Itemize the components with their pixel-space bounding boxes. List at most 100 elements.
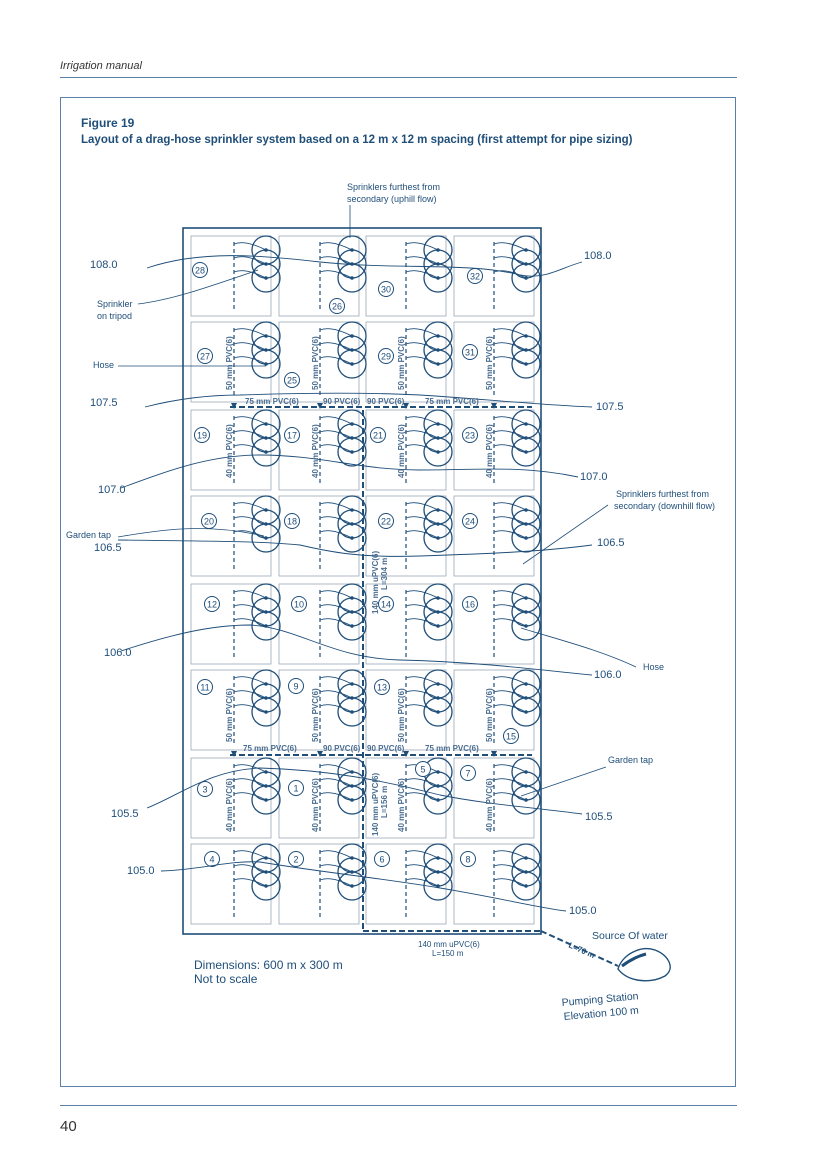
hose-line (319, 704, 353, 713)
sprinkler-circle (337, 611, 367, 641)
hose-line (319, 342, 353, 351)
junction-marker (317, 751, 323, 757)
main-pipe-label-1: 140 mm uPVC(6) (418, 940, 480, 949)
elevation-107-5-left: 107.5 (90, 397, 118, 409)
hose-line (319, 416, 353, 425)
pipe-label-mid-1: 140 mm uPVC(6) (371, 551, 380, 614)
plot-number-circle (204, 596, 220, 612)
hose-line (405, 444, 439, 453)
hose-line (233, 444, 267, 453)
field-cell (190, 495, 272, 577)
plot-number-circle (462, 513, 478, 529)
pump-pipe-icon (621, 952, 647, 968)
hose-line (493, 342, 527, 351)
field-cell (190, 843, 272, 925)
hose-line (493, 618, 527, 627)
elevation-105-left: 105.0 (127, 865, 155, 877)
field-cell (190, 669, 272, 751)
plot-number-circle (288, 851, 304, 867)
hose-line (405, 530, 439, 539)
hose-line (319, 850, 353, 859)
sprinkler-circle (337, 349, 367, 379)
hose-line (319, 242, 353, 251)
pipe-label-90-lower-left: 90 PVC(6) (323, 744, 361, 753)
hose-line (493, 778, 527, 787)
hose-line (405, 502, 439, 511)
plot-number-circle (374, 679, 390, 695)
hose-line (233, 618, 267, 627)
plot-number: 4 (209, 855, 214, 865)
pipe-label-40-c: 40 mm PVC(6) (397, 424, 406, 478)
pipe-label-50-h: 50 mm PVC(6) (485, 688, 494, 742)
contour-line (117, 539, 593, 557)
garden-tap-leader-left (117, 528, 265, 538)
plot-number: 16 (465, 600, 475, 610)
pipe-label-75-lower: 75 mm PVC(6) (243, 744, 297, 753)
plot-number-circle (378, 513, 394, 529)
hose-line (405, 590, 439, 599)
sprinkler-circle (337, 697, 367, 727)
contour-line (144, 392, 593, 408)
plot-number: 18 (287, 517, 297, 527)
field-cell (190, 235, 272, 317)
plot-number: 22 (381, 517, 391, 527)
footer-rule (60, 1105, 737, 1106)
junction-marker (317, 403, 323, 409)
sprinkler-circle (511, 523, 541, 553)
hose-line (493, 676, 527, 685)
right-note-line-2: secondary (downhill flow) (614, 501, 715, 511)
hose-line (233, 792, 267, 801)
plot-number: 13 (377, 683, 387, 693)
hose-line (319, 604, 353, 613)
hose-line (493, 530, 527, 539)
pipe-label-40-h: 40 mm PVC(6) (485, 778, 494, 832)
contour-line (120, 454, 579, 489)
hose-line (233, 676, 267, 685)
hose-line (319, 356, 353, 365)
pipe-label-40-a: 40 mm PVC(6) (225, 424, 234, 478)
hose-line (405, 430, 439, 439)
header-rule (60, 77, 737, 78)
pipe-label-50-f: 50 mm PVC(6) (311, 688, 320, 742)
top-note-line-2: secondary (uphill flow) (347, 194, 437, 204)
sprinkler-label-1: Sprinkler (97, 299, 133, 309)
hose-line (319, 878, 353, 887)
running-header: Irrigation manual (60, 60, 142, 72)
hose-line (493, 270, 527, 279)
pump-link-label: L=70 m (567, 941, 596, 961)
hose-line (319, 430, 353, 439)
hose-line (405, 704, 439, 713)
hose-line (405, 416, 439, 425)
plot-number: 9 (293, 682, 298, 692)
hose-line (319, 270, 353, 279)
sprinkler-circle (423, 437, 453, 467)
contour-line (120, 624, 593, 676)
hose-line (319, 502, 353, 511)
garden-tap-label-left: Garden tap (66, 530, 111, 540)
sprinkler-leader (137, 269, 259, 305)
plot-number: 30 (381, 285, 391, 295)
plot-number: 28 (195, 266, 205, 276)
plot-number-circle (378, 281, 394, 297)
plot-number: 10 (294, 600, 304, 610)
pipe-label-40-f: 40 mm PVC(6) (311, 778, 320, 832)
hose-line (405, 328, 439, 337)
plot-number-circle (197, 679, 213, 695)
pipe-label-90-lower-right: 90 PVC(6) (367, 744, 405, 753)
sprinkler-circle (423, 611, 453, 641)
page-number: 40 (60, 1118, 77, 1135)
hose-line (319, 530, 353, 539)
plot-number-circle (460, 765, 476, 781)
contour-line (146, 767, 583, 815)
hose-line (493, 242, 527, 251)
elevation-107-right: 107.0 (580, 471, 608, 483)
plot-number-circle (284, 513, 300, 529)
pipe-label-50-g: 50 mm PVC(6) (397, 688, 406, 742)
elevation-108-right: 108.0 (584, 250, 612, 262)
sprinkler-label-2: on tripod (97, 311, 132, 321)
hose-label-left: Hose (93, 360, 114, 370)
contour-line (160, 861, 567, 912)
not-to-scale-text: Not to scale (194, 972, 258, 986)
pipe-label-50-d: 50 mm PVC(6) (485, 336, 494, 390)
plot-number: 15 (506, 732, 516, 742)
